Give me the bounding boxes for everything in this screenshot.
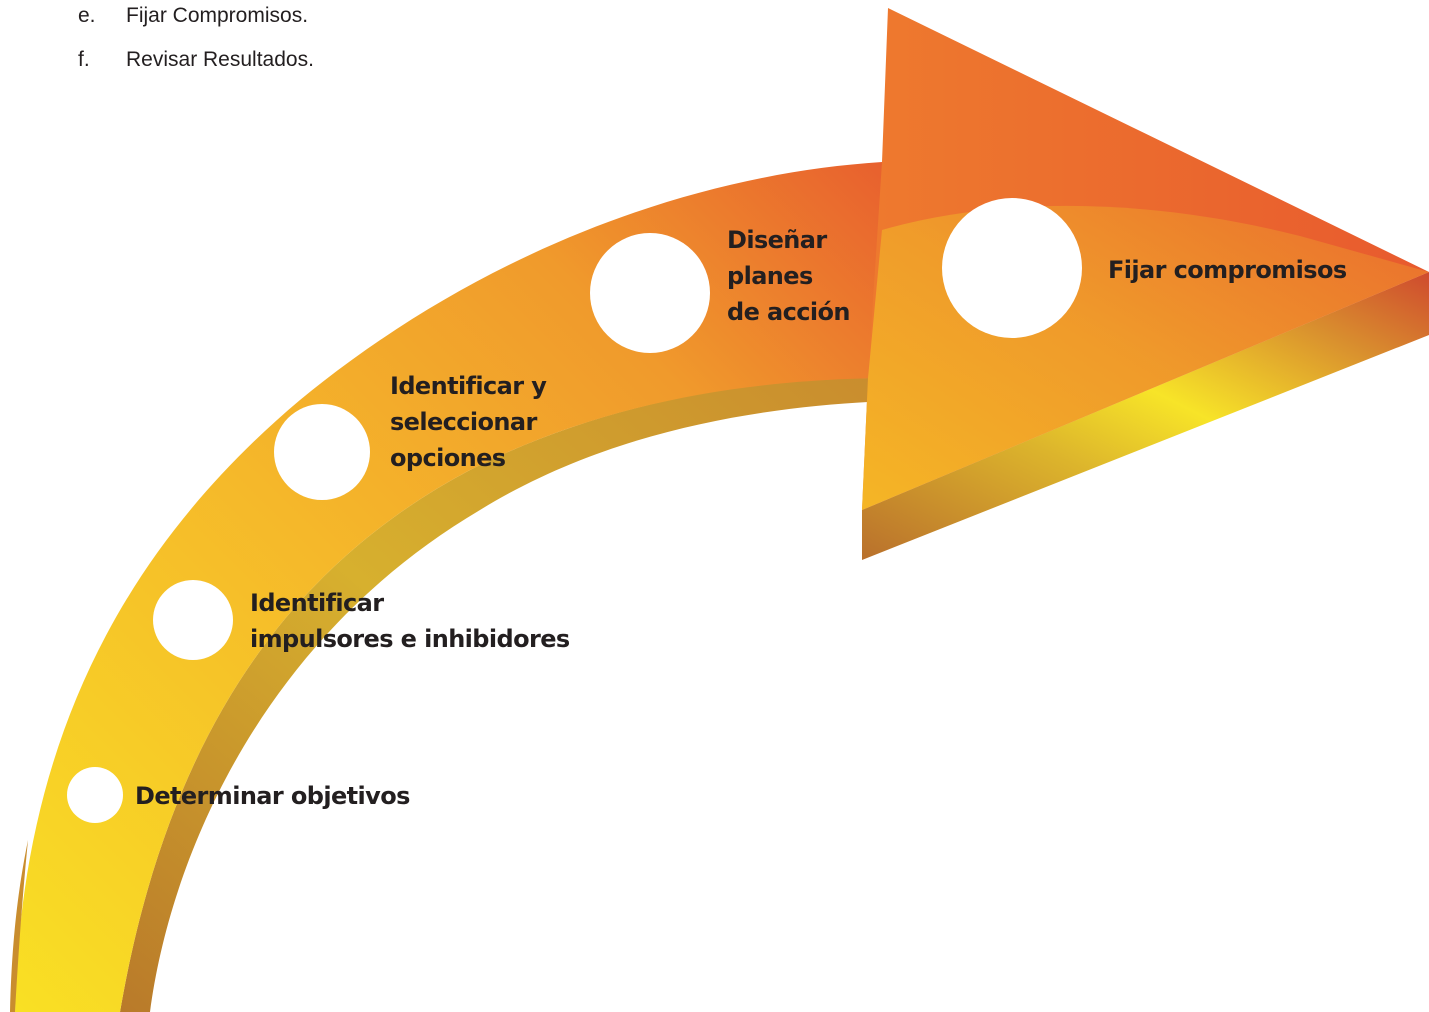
step-2-label-line: Identificar xyxy=(250,589,384,617)
list-item-text: Fijar Compromisos. xyxy=(126,4,309,27)
list-item: f. Revisar Resultados. xyxy=(78,42,314,86)
step-2-circle xyxy=(153,580,233,660)
step-4-circle xyxy=(590,233,710,353)
arrow-inner-side xyxy=(120,378,868,1012)
step-4-label-line: planes xyxy=(727,262,813,290)
list-item-text: Revisar Resultados. xyxy=(126,48,314,71)
step-5-label-line: Fijar compromisos xyxy=(1108,256,1347,284)
list-marker: e. xyxy=(78,4,96,27)
steps-list: e. Fijar Compromisos. f. Revisar Resultado… xyxy=(78,0,314,86)
step-1-circle xyxy=(67,767,123,823)
list-marker: f. xyxy=(78,48,90,71)
step-1-label: Determinar objetivos xyxy=(135,778,410,814)
step-1-label-line: Determinar objetivos xyxy=(135,782,410,810)
step-4-label-line: de acción xyxy=(727,298,850,326)
step-5-label: Fijar compromisos xyxy=(1108,252,1347,288)
step-5-circle xyxy=(942,198,1082,338)
step-4-label-line: Diseñar xyxy=(727,226,827,254)
step-2-label-line: impulsores e inhibidores xyxy=(250,625,570,653)
arrow-left-edge xyxy=(10,840,28,1012)
list-item: e. Fijar Compromisos. xyxy=(78,0,314,42)
step-3-label-line: Identificar y xyxy=(390,372,547,400)
step-3-label-line: seleccionar xyxy=(390,408,537,436)
step-3-circle xyxy=(274,404,370,500)
step-4-label: Diseñar planes de acción xyxy=(727,222,850,330)
arrow-body xyxy=(15,162,882,1012)
arrow-head-side xyxy=(862,272,1429,560)
step-2-label: Identificar impulsores e inhibidores xyxy=(250,585,570,657)
step-3-label: Identificar y seleccionar opciones xyxy=(390,368,547,476)
step-3-label-line: opciones xyxy=(390,444,506,472)
